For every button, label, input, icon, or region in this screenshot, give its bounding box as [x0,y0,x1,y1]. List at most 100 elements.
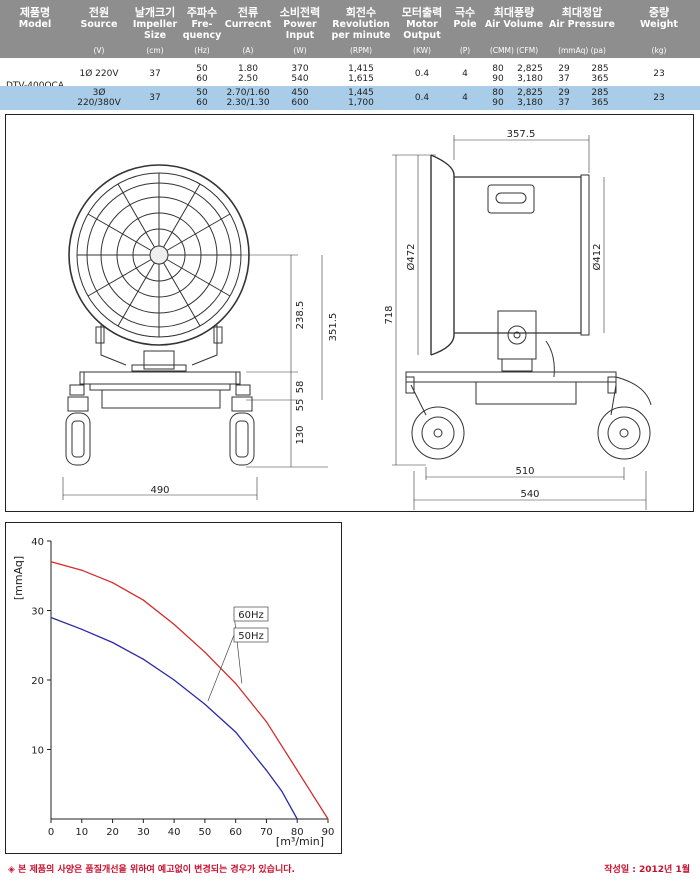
series-point [204,651,206,653]
header-ko: 모터출력 [401,6,443,19]
dia-472: Ø472 [405,244,417,271]
header-en: Air Volume [484,19,544,30]
dim-510: 510 [515,466,534,477]
cell-value: 90 [492,98,504,108]
series-point [111,641,114,644]
series-point [265,721,268,723]
fan-spoke [117,183,155,248]
fan-spoke [166,259,231,297]
dim-357-5: 357.5 [507,129,536,140]
x-tick-label: 30 [137,827,150,838]
series-point [142,658,144,660]
series-point [296,818,298,820]
x-tick-label: 60 [229,827,242,838]
cell-value: 60 [196,74,208,84]
x-tick-label: 50 [199,827,212,838]
legend-label: 60Hz [238,610,264,621]
cell-value: 365 [591,98,609,108]
series-point [50,616,52,619]
series-line-60Hz [50,561,329,820]
cell-value: 80 [492,88,504,98]
cell-value: 370 [291,64,309,74]
header-en: Air Pressure [549,19,615,30]
fan-spoke [87,213,152,251]
dim-58: 58 [295,381,306,394]
fan-spoke [117,262,155,327]
cell-value: 50 [196,88,208,98]
dia-412: Ø412 [591,244,603,271]
x-axis-label: [m³/min] [276,835,324,848]
fan-spoke [163,183,201,248]
header-unit: (kg) [651,46,667,55]
header-unit: (P) [459,46,471,55]
series-line-50Hz [50,616,298,820]
legend-box [233,606,269,622]
series-point [265,769,268,771]
fan-spoke [87,259,152,297]
y-tick-label: 30 [31,607,44,618]
header-ko: 날개크기 [134,6,176,19]
dimension-drawing-panel: 238.5 351.5 58 55 130 490 357.5 Ø472 Ø41… [5,114,694,512]
header-en: Motor Output [403,19,441,41]
series-point [81,569,83,571]
x-tick-label: 90 [322,827,335,838]
header-en: Model [18,19,52,30]
y-tick-label: 40 [31,537,44,548]
fan-spoke [163,262,201,327]
cell-value: 1,415 [348,64,374,74]
cell-value: 37 [558,98,570,108]
cell-weight: 23 [653,93,665,103]
front-view [62,135,652,510]
cell-value: 60 [196,98,208,108]
cell-weight: 23 [653,69,665,79]
legend-leader [207,634,235,701]
cell-value: 29 [558,88,570,98]
y-tick-label: 20 [31,676,44,687]
y-axis-label: [mmAq] [12,556,25,600]
cell-source: 3Ø 220/380V [77,88,121,108]
cell-size: 37 [149,69,161,79]
series-point [312,794,314,796]
fan-spoke [166,213,231,251]
series-point [296,769,298,771]
cell-value: 1.80 [237,64,259,74]
header-ko: 제품명 [19,6,51,19]
header-ko: 최대정압 [561,6,603,19]
header-unit: (CMM) (CFM) [489,46,539,55]
cell-size: 37 [149,93,161,103]
header-en: Source [80,19,118,30]
cell-value: 50 [196,64,208,74]
header-en: Pole [453,19,477,30]
header-unit: (A) [242,46,254,55]
dim-351-5: 351.5 [328,313,339,342]
cell-value: 1,445 [348,88,374,98]
legend-leader [233,613,243,684]
header-ko: 소비전력 [279,6,321,19]
cell-value: 37 [558,74,570,84]
cell-value: 2.30/1.30 [226,98,270,108]
y-tick-label: 10 [31,746,44,757]
series-point [281,790,283,792]
cell-source: 1Ø 220V [79,69,119,79]
footer-date: 작성일 : 2012년 1월 [604,865,690,875]
header-ko: 극수 [454,6,476,19]
dim-718: 718 [384,305,395,324]
header-ko: 중량 [648,6,670,19]
series-point [50,561,52,563]
